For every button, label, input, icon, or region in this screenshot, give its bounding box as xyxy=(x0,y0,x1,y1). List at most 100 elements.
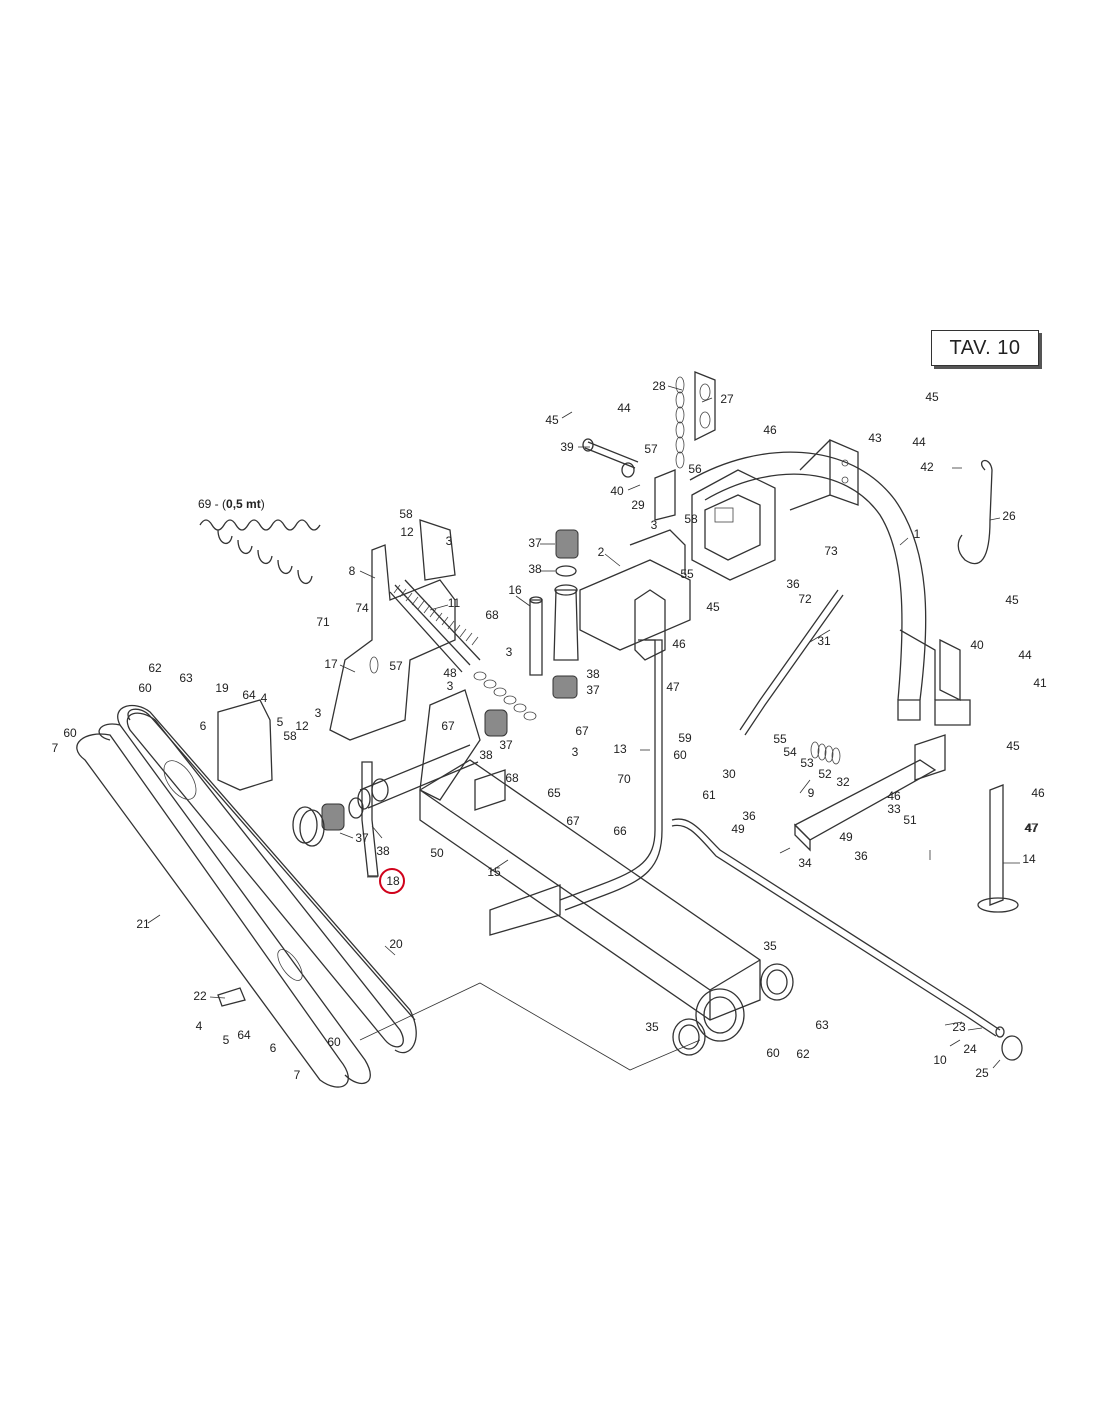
callout-50: 50 xyxy=(430,846,444,860)
tension-spring-11 xyxy=(389,579,481,673)
callout-25: 25 xyxy=(975,1066,989,1080)
callout-17: 17 xyxy=(324,657,338,671)
callout-70: 70 xyxy=(617,772,631,786)
callout-67: 67 xyxy=(566,814,580,828)
callout-46: 46 xyxy=(887,789,901,803)
bushing-37-upper xyxy=(555,529,579,559)
callout-43: 43 xyxy=(868,431,882,445)
callout-74: 74 xyxy=(355,601,369,615)
callout-38: 38 xyxy=(528,562,542,576)
callout-3: 3 xyxy=(446,534,453,548)
sheet-label: TAV. 10 xyxy=(949,336,1021,359)
callout-44: 44 xyxy=(1018,648,1032,662)
callout-24: 24 xyxy=(963,1042,977,1056)
callout-42: 42 xyxy=(920,460,934,474)
callout-49: 49 xyxy=(839,830,853,844)
leader-lines xyxy=(147,385,1020,1069)
post-13 xyxy=(489,639,663,936)
callout-18: 18 xyxy=(386,874,400,888)
callout-61: 61 xyxy=(702,788,716,802)
callout-59: 59 xyxy=(678,731,692,745)
callout-52: 52 xyxy=(818,767,832,781)
callout-55: 55 xyxy=(773,732,787,746)
callout-34: 34 xyxy=(798,856,812,870)
callout-56: 56 xyxy=(688,462,702,476)
callout-22: 22 xyxy=(193,989,207,1003)
stand-14 xyxy=(977,784,1019,913)
callout-12: 12 xyxy=(400,525,414,539)
callout-57: 57 xyxy=(644,442,658,456)
callout-44: 44 xyxy=(617,401,631,415)
vertical-tube xyxy=(553,584,579,661)
callout-3: 3 xyxy=(651,518,658,532)
spring-69-note: 69 - (0,5 mt) xyxy=(198,497,265,511)
rod-23 xyxy=(671,818,1001,1037)
callout-46: 46 xyxy=(763,423,777,437)
washer-38-upper xyxy=(555,565,577,577)
callout-14: 14 xyxy=(1022,852,1036,866)
callout-20: 20 xyxy=(389,937,403,951)
callout-39: 39 xyxy=(560,440,574,454)
gearbox-hub xyxy=(695,988,745,1042)
callout-58: 58 xyxy=(399,507,413,521)
callout-27: 27 xyxy=(720,392,734,406)
callout-62: 62 xyxy=(796,1047,810,1061)
callout-71: 71 xyxy=(316,615,330,629)
callout-41: 41 xyxy=(1033,676,1047,690)
callout-5: 5 xyxy=(223,1033,230,1047)
sheet-label-box: TAV. 10 xyxy=(931,330,1039,366)
callout-45: 45 xyxy=(1006,739,1020,753)
callout-67: 67 xyxy=(441,719,455,733)
callout-63: 63 xyxy=(179,671,193,685)
callout-3: 3 xyxy=(572,745,579,759)
callout-58: 58 xyxy=(283,729,297,743)
pin-39 xyxy=(582,438,639,478)
callout-13: 13 xyxy=(613,742,627,756)
callout-26: 26 xyxy=(1002,509,1016,523)
callout-8: 8 xyxy=(349,564,356,578)
main-frame-arch xyxy=(689,439,971,726)
callout-38: 38 xyxy=(586,667,600,681)
callout-7: 7 xyxy=(294,1068,301,1082)
callout-33: 33 xyxy=(887,802,901,816)
knob-25 xyxy=(995,1026,1023,1061)
callout-32: 32 xyxy=(836,775,850,789)
callout-3: 3 xyxy=(315,706,322,720)
callout-37: 37 xyxy=(355,831,369,845)
callout-45: 45 xyxy=(1005,593,1019,607)
callout-23: 23 xyxy=(952,1020,966,1034)
chain-48 xyxy=(473,671,537,721)
callout-10: 10 xyxy=(933,1053,947,1067)
bracket-8-17 xyxy=(329,519,456,741)
spring-69-note-length: 0,5 mt xyxy=(226,497,261,511)
callout-36: 36 xyxy=(742,809,756,823)
callout-19: 19 xyxy=(215,681,229,695)
callout-7: 7 xyxy=(52,741,59,755)
callout-4: 4 xyxy=(196,1019,203,1033)
callout-16: 16 xyxy=(508,583,522,597)
callout-36: 36 xyxy=(786,577,800,591)
callout-49: 49 xyxy=(731,822,745,836)
callout-35: 35 xyxy=(763,939,777,953)
callout-60: 60 xyxy=(63,726,77,740)
callout-45: 45 xyxy=(925,390,939,404)
callout-1: 1 xyxy=(914,527,921,541)
callout-64: 64 xyxy=(237,1028,251,1042)
callout-57: 57 xyxy=(389,659,403,673)
callout-21: 21 xyxy=(136,917,150,931)
rod-31 xyxy=(739,589,844,736)
callout-54: 54 xyxy=(783,745,797,759)
callout-53: 53 xyxy=(800,756,814,770)
callout-60: 60 xyxy=(327,1035,341,1049)
spring-53 xyxy=(810,741,841,765)
callout-37: 37 xyxy=(586,683,600,697)
inner-cover xyxy=(126,712,404,1048)
callout-5: 5 xyxy=(277,715,284,729)
bearing-35-left xyxy=(672,1018,706,1056)
callout-37: 37 xyxy=(499,738,513,752)
top-link-chain xyxy=(654,371,716,521)
callout-65: 65 xyxy=(547,786,561,800)
callout-36: 36 xyxy=(854,849,868,863)
callout-47: 47 xyxy=(1024,821,1038,835)
callout-12: 12 xyxy=(295,719,309,733)
